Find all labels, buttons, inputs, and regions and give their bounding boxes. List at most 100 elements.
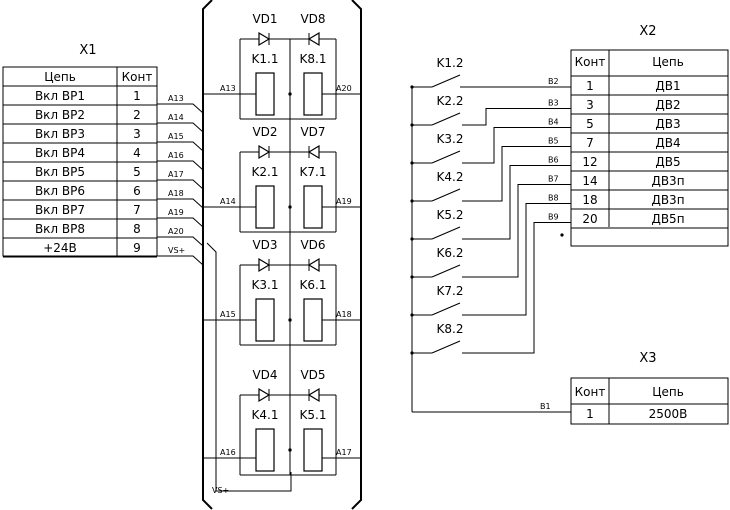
x2-row-contact: 5 [586,117,594,131]
x2-row-contact: 20 [582,212,597,226]
relay-coil [255,298,275,342]
relay-coil [255,185,275,229]
contact-blade [431,112,461,126]
contact-label: K2.2 [437,94,464,108]
x1-wire [157,103,204,114]
contact-switch: K4.2B5 [410,137,571,203]
x2-row-circuit: ДВ2 [655,98,680,112]
x1-wire-label: A16 [168,151,184,160]
contact-blade [431,302,461,316]
supply-label: VS+ [212,486,229,495]
x1-row-circuit: Вкл ВР6 [35,184,85,198]
x1-wire-label: A14 [168,113,184,122]
relay-label: K4.1 [252,408,279,422]
relay-label: K6.1 [300,278,327,292]
diode-symbol [258,387,271,403]
contact-label: K8.2 [437,322,464,336]
relay-label: K8.1 [300,52,327,66]
contact-blade [431,226,461,240]
contact-blade [431,264,461,278]
diode-symbol [307,31,320,47]
contact-label: K5.2 [437,208,464,222]
coil-wire-label: A18 [336,310,352,319]
diode-label: VD4 [252,368,277,382]
x3-row-circuit: 2500В [649,407,688,421]
contact-wire [462,108,571,126]
x1-wire-label: VS+ [168,246,185,255]
relay-label: K3.1 [252,278,279,292]
diode-symbol [307,387,320,403]
diode-label: VD8 [300,12,325,26]
x1-row-contact: 3 [133,127,141,141]
contact-wire [462,127,571,164]
x1-wire-label: A20 [168,227,184,236]
x1-wire [157,236,204,247]
relay-coil [303,428,323,472]
diode-label: VD5 [300,368,325,382]
x2-row-contact: 3 [586,98,594,112]
x2-row-contact: 18 [582,193,597,207]
x1-row-contact: 2 [133,108,141,122]
contact-blade [431,74,461,88]
x1-header-contact: Конт [122,70,153,84]
relay-label: K7.1 [300,165,327,179]
relay-label: K1.1 [252,52,279,66]
x1-title: X1 [79,43,96,58]
x2-row-circuit: ДВ5п [651,212,684,226]
contact-label: K7.2 [437,284,464,298]
x3-row-contact: 1 [586,407,594,421]
relay-coil [303,298,323,342]
x1-row-circuit: Вкл ВР1 [35,89,85,103]
contact-blade [431,150,461,164]
contact-wire-label: B7 [548,175,559,184]
contact-wire [462,146,571,202]
x1-wire [157,179,204,190]
x2-row-circuit: ДВ5 [655,155,680,169]
x1-wire-label: A15 [168,132,184,141]
diode-label: VD7 [300,125,325,139]
relay-coil [303,72,323,116]
coil-wire-label: A16 [220,448,236,457]
x3-header-circuit: Цепь [652,385,684,399]
x1-row-contact: 8 [133,222,141,236]
x1-row-contact: 7 [133,203,141,217]
x1-wire [157,198,204,209]
contact-wire-label: B9 [548,213,559,222]
contact-wire-label: B2 [548,77,559,86]
contact-switch: K3.2 B4 [410,118,571,165]
contact-blade [431,340,461,354]
x1-row-contact: 1 [133,89,141,103]
diode-symbol [258,257,271,273]
contact-switch: K5.2B6 [410,156,571,241]
x1-wire-label: A17 [168,170,184,179]
x1-row-circuit: Вкл ВР4 [35,146,85,160]
x1-header-circuit: Цепь [44,70,76,84]
x1-wire [157,217,204,228]
contact-blade [431,188,461,202]
x1-wire-label: A18 [168,189,184,198]
x1-row-circuit: Вкл ВР2 [35,108,85,122]
x2-row-circuit: ДВ4 [655,136,680,150]
diode-symbol [258,31,271,47]
contact-label: K6.2 [437,246,464,260]
coil-wire-label: A17 [336,448,352,457]
diode-symbol [307,257,320,273]
contact-label: K4.2 [437,170,464,184]
x2-row-contact: 12 [582,155,597,169]
x3-title: X3 [639,351,656,366]
contact-label: K3.2 [437,132,464,146]
relay-label: K5.1 [300,408,327,422]
x1-row-circuit: Вкл ВР3 [35,127,85,141]
x1-wire [157,122,204,133]
coil-wire-label: A13 [220,84,236,93]
contact-wire-label: B4 [548,118,559,127]
x2-row-circuit: ДВ3п [651,193,684,207]
